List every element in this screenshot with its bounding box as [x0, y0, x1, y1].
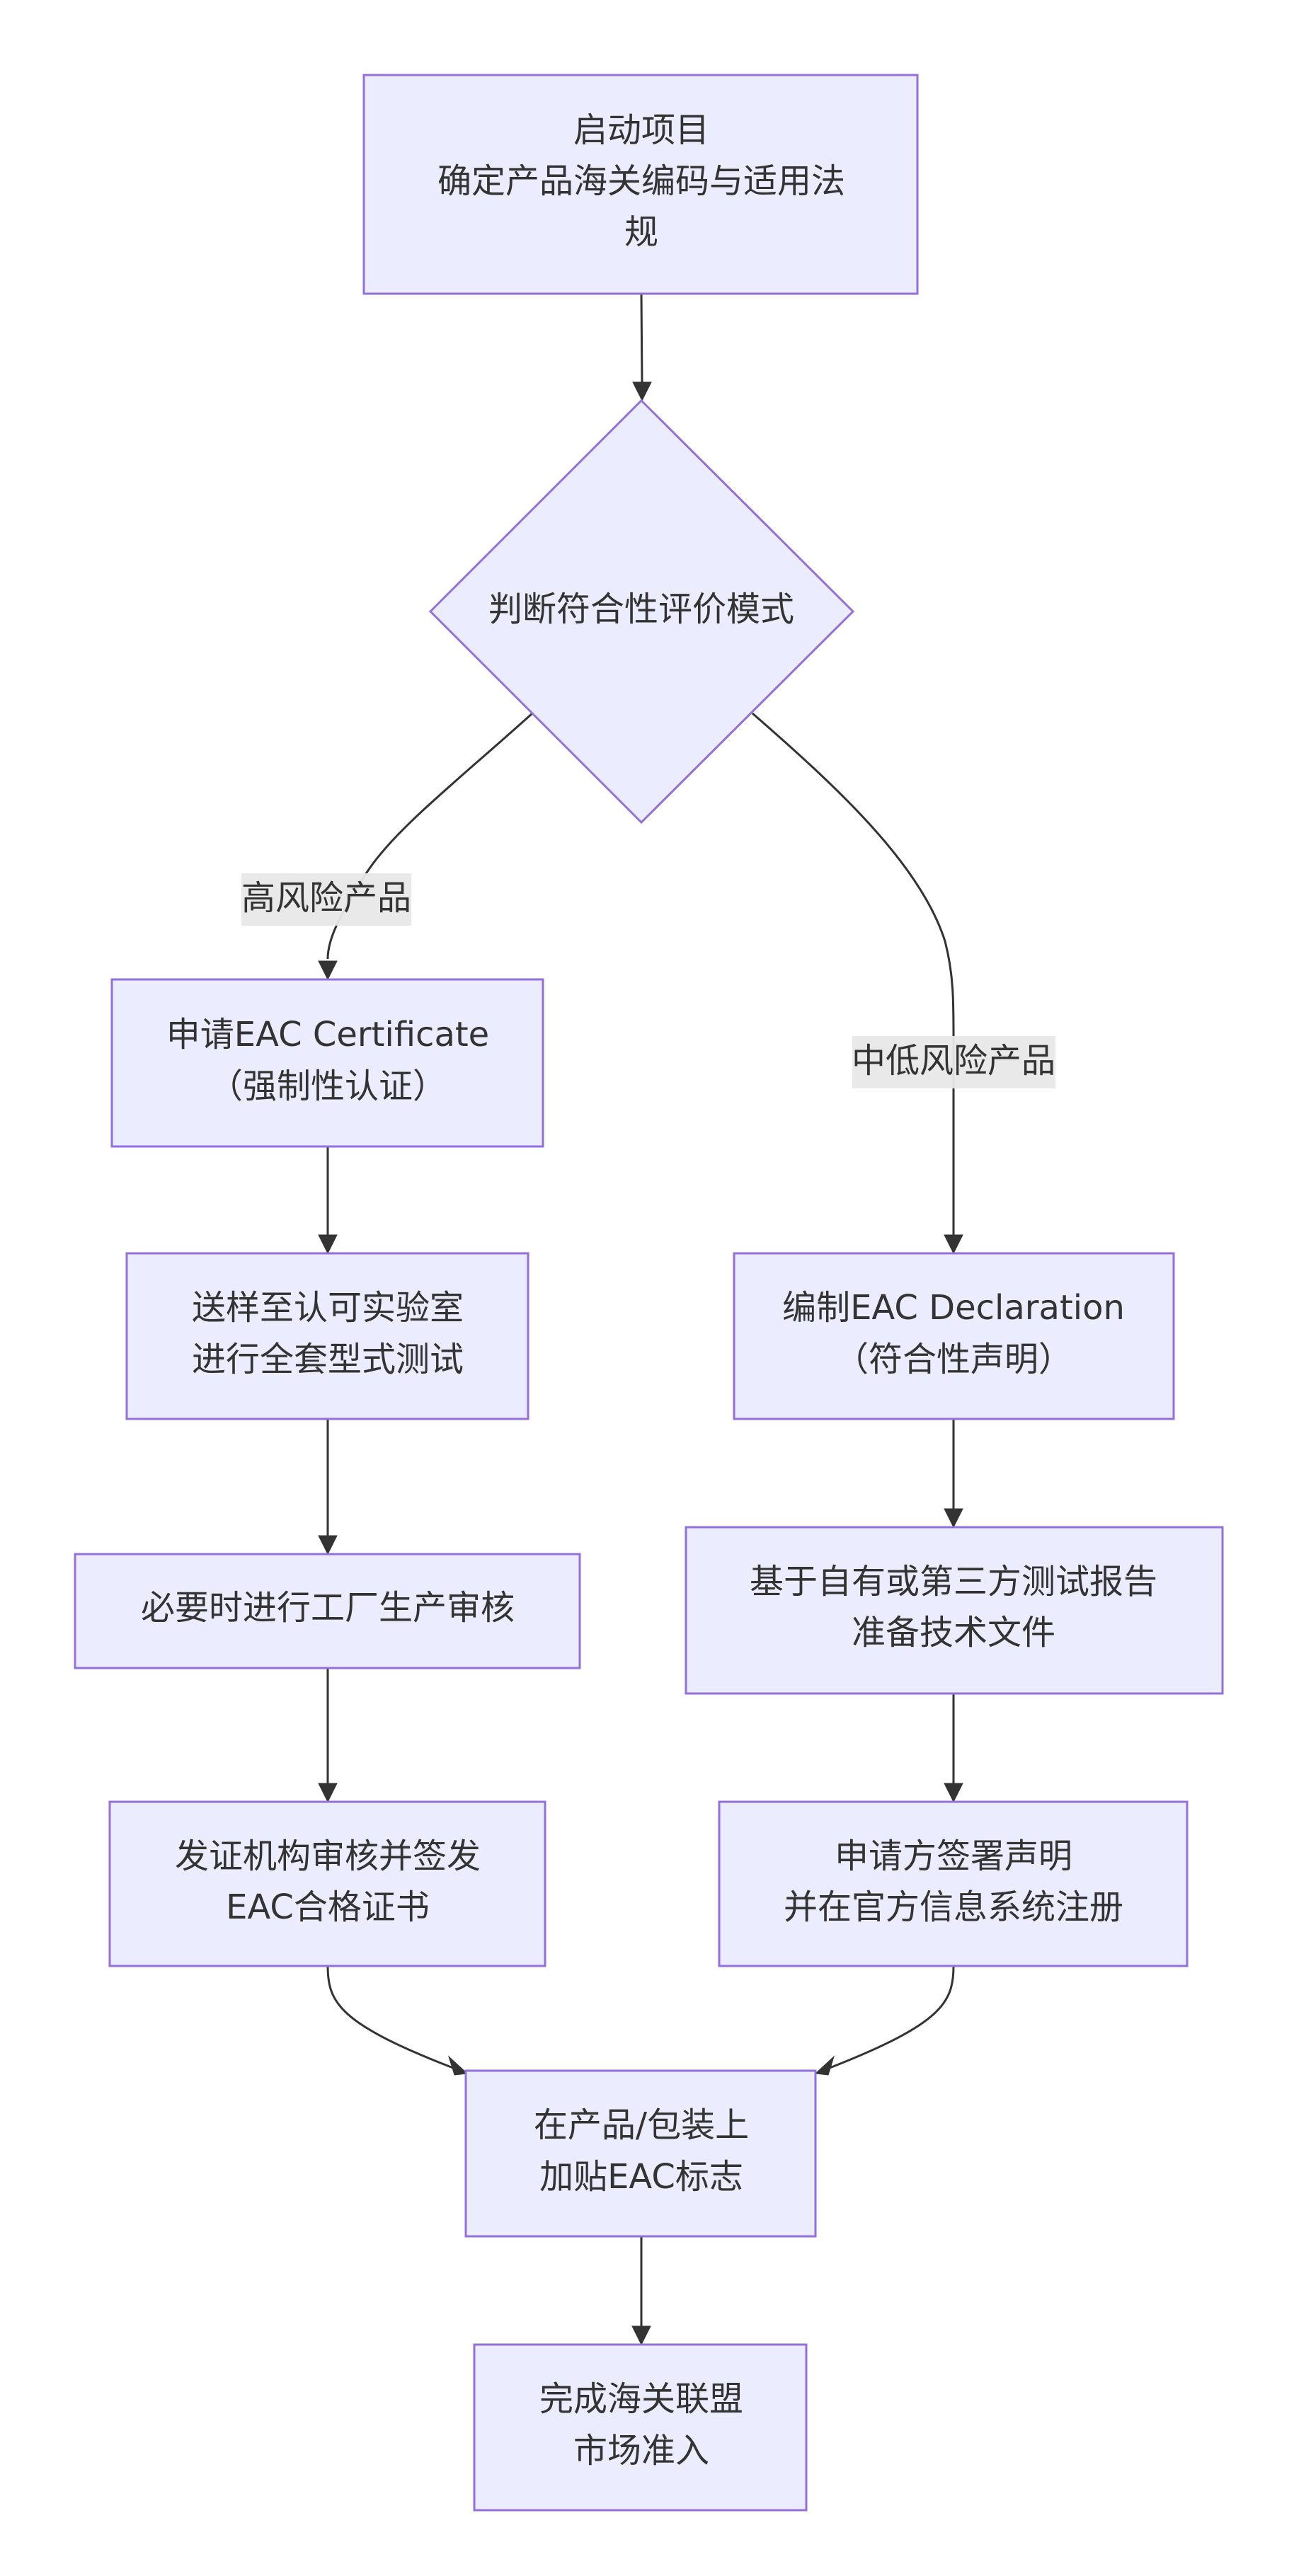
edges [318, 293, 963, 2346]
edge-cert-issue-to-mark [326, 1965, 454, 2069]
arrow-head-icon [944, 1234, 963, 1255]
node-mark: 在产品/包装上 加贴EAC标志 [464, 2069, 817, 2238]
node-cert-issue-line-1: 发证机构审核并签发 [175, 1836, 481, 1876]
arrow-head-icon [944, 1783, 963, 1803]
arrow-head-icon [632, 381, 652, 402]
node-start-line-1: 启动项目 [573, 110, 709, 150]
node-decision: 判断符合性评价模式 [428, 398, 855, 824]
arrow-head-icon [631, 2325, 651, 2346]
edge-label-low-risk-text: 中低风险产品 [852, 1041, 1055, 1081]
node-cert-issue-line-2: EAC合格证书 [226, 1887, 430, 1927]
arrow-head-icon [447, 2055, 469, 2076]
arrow-head-icon [318, 1234, 338, 1255]
node-finish: 完成海关联盟 市场准入 [473, 2343, 808, 2512]
node-cert-apply-line-2: （强制性认证） [209, 1066, 447, 1106]
arrow-head-icon [318, 960, 338, 981]
node-cert-apply-line-1: 申请EAC Certificate [166, 1015, 489, 1054]
node-finish-line-1: 完成海关联盟 [539, 2379, 743, 2419]
edge-decision-to-cert-apply [326, 712, 534, 960]
node-finish-line-2: 市场准入 [573, 2431, 709, 2471]
arrow-head-icon [318, 1783, 338, 1803]
node-tech-file-line-2: 准备技术文件 [852, 1613, 1055, 1652]
node-start: 启动项目 确定产品海关编码与适用法 规 [362, 74, 919, 295]
node-decision-text: 判断符合性评价模式 [488, 590, 794, 629]
arrow-head-icon [318, 1535, 338, 1556]
node-mark-line-2: 加贴EAC标志 [539, 2157, 743, 2197]
node-decl-register-line-2: 并在官方信息系统注册 [784, 1887, 1123, 1927]
node-decl-prepare: 编制EAC Declaration （符合性声明） [733, 1252, 1175, 1420]
edge-decision-to-decl-prepare [752, 712, 955, 1235]
node-factory-audit-text: 必要时进行工厂生产审核 [141, 1588, 515, 1628]
node-tech-file: 基于自有或第三方测试报告 准备技术文件 [685, 1526, 1224, 1695]
node-tech-file-line-1: 基于自有或第三方测试报告 [750, 1562, 1157, 1602]
node-start-line-3: 规 [624, 212, 658, 252]
arrow-head-icon [814, 2055, 835, 2076]
node-cert-apply: 申请EAC Certificate （强制性认证） [110, 978, 544, 1148]
node-cert-issue: 发证机构审核并签发 EAC合格证书 [108, 1800, 546, 1967]
edge-decl-register-to-mark [829, 1965, 955, 2069]
node-start-line-2: 确定产品海关编码与适用法 [437, 161, 845, 201]
node-decl-prepare-line-2: （符合性声明） [835, 1340, 1072, 1379]
node-sample-test-line-2: 进行全套型式测试 [192, 1340, 464, 1379]
edge-label-high-risk: 高风险产品 [241, 873, 411, 926]
node-factory-audit: 必要时进行工厂生产审核 [74, 1553, 581, 1669]
node-decl-register: 申请方签署声明 并在官方信息系统注册 [718, 1800, 1189, 1967]
node-mark-line-1: 在产品/包装上 [534, 2105, 749, 2145]
node-decl-prepare-line-1: 编制EAC Declaration [782, 1288, 1125, 1328]
node-sample-test-line-1: 送样至认可实验室 [192, 1288, 464, 1328]
edge-label-high-risk-text: 高风险产品 [241, 878, 411, 918]
arrow-head-icon [944, 1508, 963, 1529]
node-decl-register-line-1: 申请方签署声明 [835, 1836, 1072, 1876]
edge-label-low-risk: 中低风险产品 [852, 1036, 1055, 1088]
node-sample-test: 送样至认可实验室 进行全套型式测试 [125, 1252, 529, 1420]
edge-start-to-decision [640, 293, 643, 384]
